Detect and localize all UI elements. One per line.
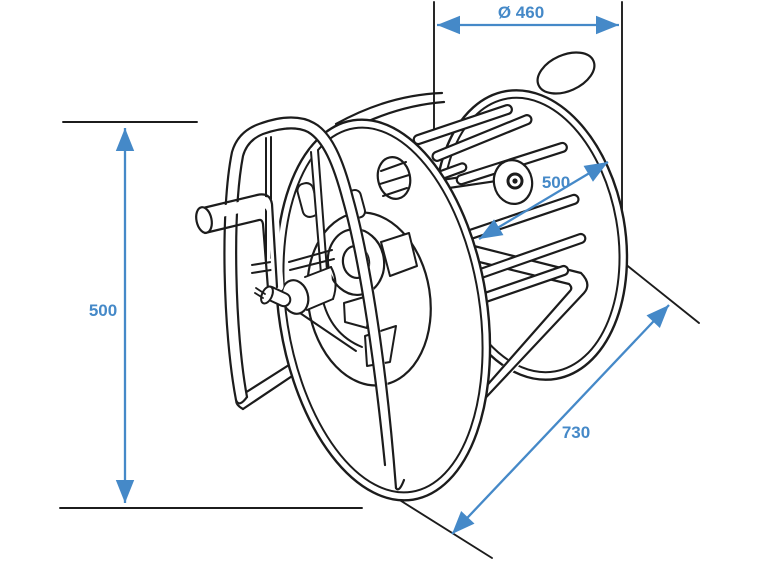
dimension-drum-depth: 500 [478, 161, 609, 240]
crank-grip-cap [195, 206, 213, 234]
crank-handle[interactable] [194, 193, 284, 292]
axle-cylinder [304, 266, 337, 311]
carrying-frame [223, 116, 406, 491]
dimension-diameter: Ø 460 [437, 3, 619, 35]
dimension-label-diameter: Ø 460 [498, 3, 544, 22]
extension-lines [59, 1, 700, 559]
rear-axle-cap [536, 51, 596, 95]
dimension-base-diagonal: 730 [451, 304, 670, 535]
dimension-label-drum-depth: 500 [542, 173, 570, 192]
cable-hole [376, 156, 412, 200]
reel-drawing [194, 51, 629, 502]
dimension-label-height: 500 [89, 301, 117, 320]
locking-pin[interactable] [254, 285, 292, 309]
dimension-label-base-diagonal: 730 [562, 423, 590, 442]
front-flange [274, 118, 492, 502]
dimension-height: 500 [89, 128, 135, 503]
